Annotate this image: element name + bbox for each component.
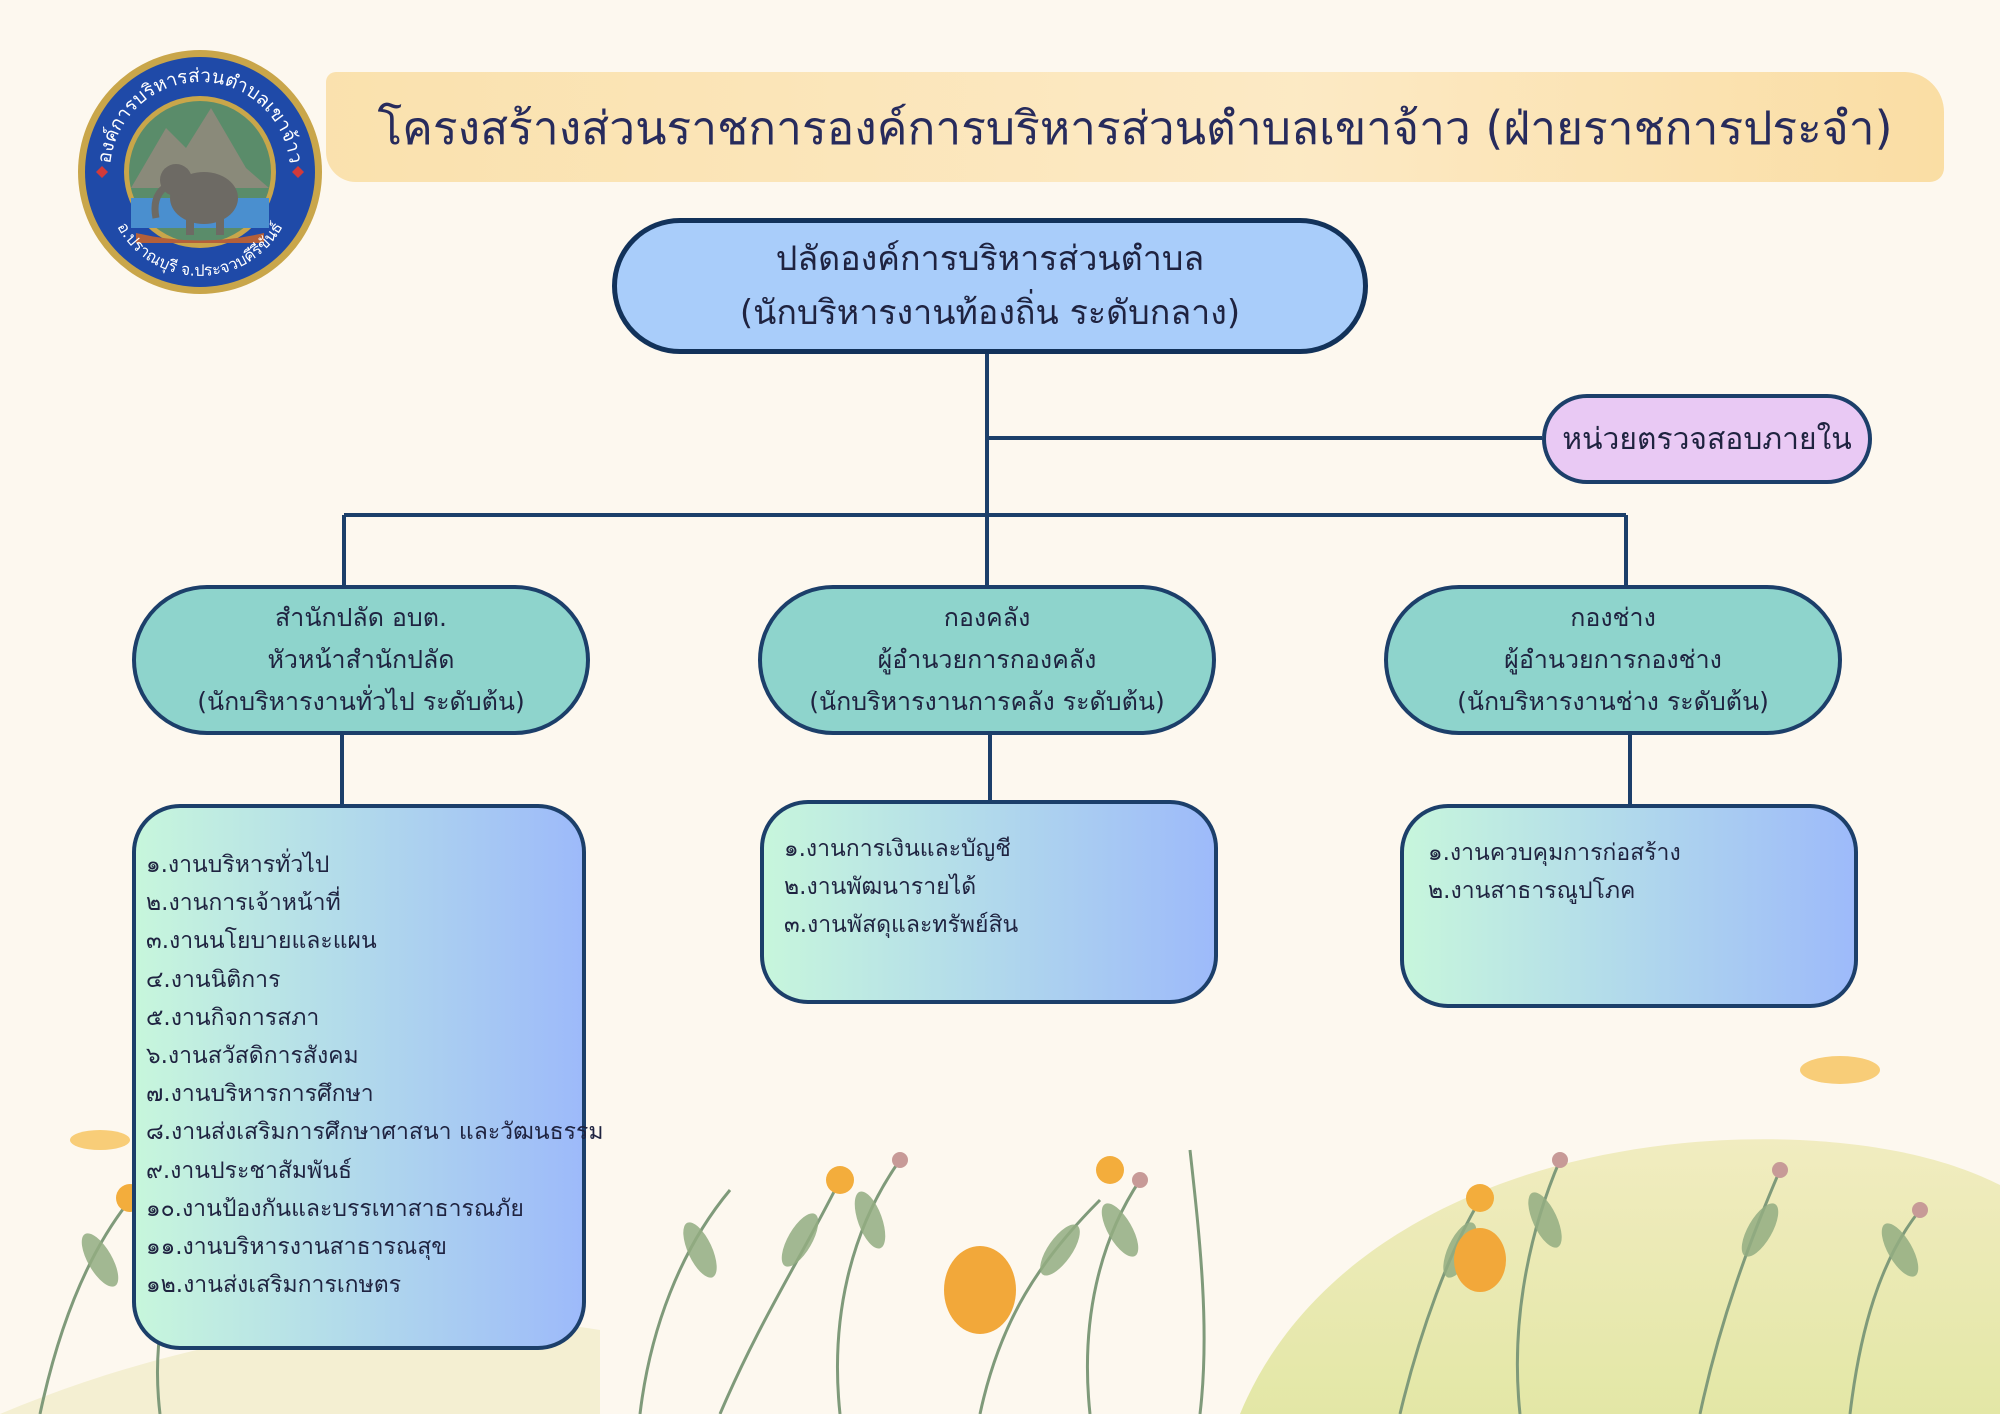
task-item: ๑๑.งานบริหารงานสาธารณสุข xyxy=(146,1234,447,1261)
internal-audit-label: หน่วยตรวจสอบภายใน xyxy=(1562,421,1852,457)
division-position: (นักบริหารงานช่าง ระดับต้น) xyxy=(1457,687,1769,716)
title-banner xyxy=(326,72,1944,182)
chief-subtitle: (นักบริหารงานท้องถิ่น ระดับกลาง) xyxy=(739,293,1241,333)
task-list-engineering: ๑.งานควบคุมการก่อสร้าง ๒.งานสาธารณูปโภค xyxy=(1400,804,1858,1008)
division-name: กองช่าง xyxy=(1570,603,1656,632)
task-item: ๖.งานสวัสดิการสังคม xyxy=(146,1043,359,1070)
hill-shape xyxy=(1240,1139,2000,1414)
division-head: หัวหน้าสำนักปลัด xyxy=(267,645,455,674)
internal-audit-box: หน่วยตรวจสอบภายใน xyxy=(1542,394,1872,484)
division-position: (นักบริหารงานทั่วไป ระดับต้น) xyxy=(197,687,525,716)
division-box-finance: กองคลัง ผู้อำนวยการกองคลัง (นักบริหารงาน… xyxy=(758,585,1216,735)
task-list-office: ๑.งานบริหารทั่วไป ๒.งานการเจ้าหน้าที่ ๓.… xyxy=(132,804,604,1350)
task-item: ๑๐.งานป้องกันและบรรเทาสาธารณภัย xyxy=(146,1195,524,1222)
task-item: ๘.งานส่งเสริมการศึกษาศาสนา และวัฒนธรรม xyxy=(146,1119,604,1146)
task-item: ๑.งานบริหารทั่วไป xyxy=(146,852,330,878)
division-name: กองคลัง xyxy=(943,603,1031,632)
task-item: ๑๒.งานส่งเสริมการเกษตร xyxy=(146,1272,402,1299)
division-box-office: สำนักปลัด อบต. หัวหน้าสำนักปลัด (นักบริห… xyxy=(132,585,590,735)
chief-executive-box: ปลัดองค์การบริหารส่วนตำบล (นักบริหารงานท… xyxy=(612,218,1368,354)
organization-seal-logo: องค์การบริหารส่วนตำบลเขาจ้าว อ.ปราณบุรี … xyxy=(78,50,322,294)
task-item: ๒.งานการเจ้าหน้าที่ xyxy=(146,890,341,917)
task-item: ๕.งานกิจการสภา xyxy=(146,1004,320,1031)
page-title: โครงสร้างส่วนราชการองค์การบริหารส่วนตำบล… xyxy=(377,101,1893,155)
chief-title: ปลัดองค์การบริหารส่วนตำบล xyxy=(775,239,1205,279)
division-position: (นักบริหารงานการคลัง ระดับต้น) xyxy=(809,687,1165,716)
division-head: ผู้อำนวยการกองคลัง xyxy=(877,645,1097,674)
task-list-finance: ๑.งานการเงินและบัญชี ๒.งานพัฒนารายได้ ๓.… xyxy=(760,800,1218,1004)
task-item: ๒.งานสาธารณูปโภค xyxy=(1428,878,1636,904)
division-box-engineering: กองช่าง ผู้อำนวยการกองช่าง (นักบริหารงาน… xyxy=(1384,585,1842,735)
task-item: ๓.งานพัสดุและทรัพย์สิน xyxy=(784,912,1019,938)
task-item: ๔.งานนิติการ xyxy=(146,966,281,993)
task-item: ๑.งานควบคุมการก่อสร้าง xyxy=(1428,840,1681,866)
task-item: ๒.งานพัฒนารายได้ xyxy=(784,874,977,900)
task-item: ๗.งานบริหารการศึกษา xyxy=(146,1081,374,1108)
task-item: ๙.งานประชาสัมพันธ์ xyxy=(146,1157,352,1184)
task-item: ๓.งานนโยบายและแผน xyxy=(146,928,377,955)
task-item: ๑.งานการเงินและบัญชี xyxy=(784,836,1011,862)
division-name: สำนักปลัด อบต. xyxy=(275,603,447,632)
division-head: ผู้อำนวยการกองช่าง xyxy=(1504,645,1722,674)
